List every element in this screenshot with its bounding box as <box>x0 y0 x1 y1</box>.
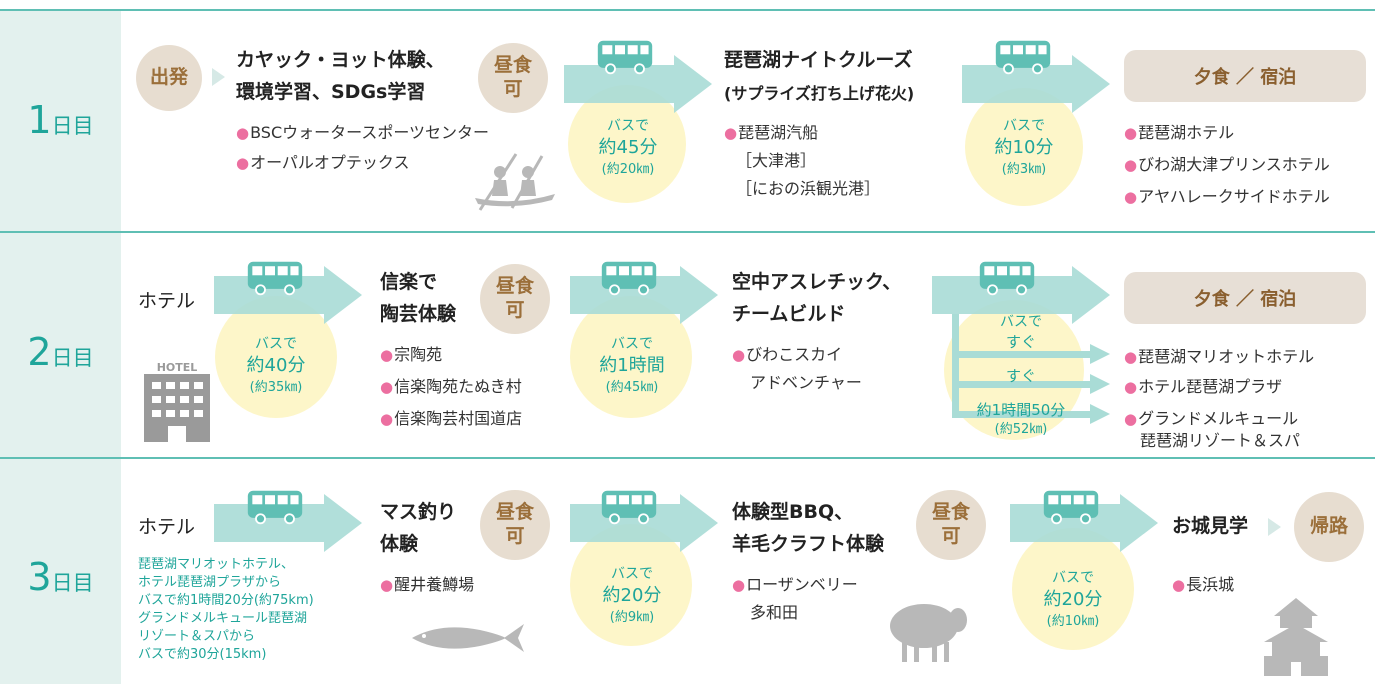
day1-activity2-subtitle: (サプライズ打ち上げ花火) <box>724 84 915 103</box>
day2-hotel-2: ●ホテル琵琶湖プラザ <box>1124 377 1283 396</box>
day3-lunch2-badge: 昼食可 <box>916 490 986 560</box>
day1-hotel-1: ●琵琶湖ホテル <box>1124 123 1235 142</box>
day3-spot-1: ●醒井養鱒場 <box>380 575 475 594</box>
day3-spot-2: ●ローザンベリー <box>732 575 858 594</box>
day2-bus3-label-2: すぐ <box>1005 367 1036 385</box>
day1-spot-1: ●BSCウォータースポーツセンター <box>236 123 489 142</box>
day3-spot-4: ●長浜城 <box>1172 575 1235 594</box>
day2-start: ホテル <box>138 290 196 312</box>
day2-dinner-stay: 夕食 ／ 宿泊 <box>1124 272 1366 324</box>
row-divider-top <box>0 9 1375 11</box>
day2-bus1-icon <box>246 259 304 297</box>
day1-cell <box>0 11 121 231</box>
day3-cell <box>0 459 121 684</box>
hotel-building-icon: HOTEL <box>144 361 210 442</box>
day1-spot-2: ●オーパルオプテックス <box>236 153 410 172</box>
day2-lunch-badge: 昼食可 <box>480 264 550 334</box>
day2-bus3-label-3: 約1時間50分(約52㎞) <box>976 401 1066 437</box>
day1-bus2-bubble <box>965 88 1083 206</box>
day3-castle-visit: お城見学 <box>1172 515 1249 537</box>
day2-label: 2日目 <box>27 330 94 374</box>
day3-bus2-icon <box>600 488 658 526</box>
day3-note-5: リゾート＆スパから <box>138 629 256 644</box>
day2-hotel-1: ●琵琶湖マリオットホテル <box>1124 347 1315 366</box>
day3-note-4: グランドメルキュール琵琶湖 <box>138 611 308 626</box>
day1-lunch-badge: 昼食可 <box>478 43 548 113</box>
day2-activity1-title-2: 陶芸体験 <box>380 303 457 325</box>
day1-cruise-spot-1: ●琵琶湖汽船 <box>724 123 819 142</box>
day2-bus2-time: バスで約1時間(約45㎞) <box>599 336 665 395</box>
day3-activity1-title: マス釣り <box>380 501 457 523</box>
row-divider-1 <box>0 231 1375 233</box>
day2-spot-3: ●信楽陶芸村国道店 <box>380 409 523 428</box>
day2-activity1-title: 信楽で <box>380 271 438 293</box>
day1-activity1-title: カヤック・ヨット体験、 <box>236 49 445 71</box>
day3-activity2-title: 体験型BBQ、 <box>732 501 854 523</box>
day2-spot-4: ●びわこスカイ <box>732 345 843 364</box>
day1-bus1-time: バスで約45分(約20㎞) <box>598 118 658 177</box>
day3-activity2-title-2: 羊毛クラフト体験 <box>732 533 885 555</box>
day3-bus2-bubble <box>570 524 692 646</box>
day2-bus3-label: バスですぐ <box>1000 314 1042 351</box>
day1-cruise-spot-3: ［におの浜観光港］ <box>736 179 881 198</box>
day3-bus1-icon <box>246 488 304 526</box>
day2-spot-5: アドベンチャー <box>750 373 862 392</box>
day1-bus1-icon <box>596 38 654 76</box>
day1-bus2-arrow <box>962 55 1110 113</box>
fish-icon <box>412 624 524 652</box>
day3-note-3: バスで約1時間20分(約75km) <box>138 593 314 608</box>
day3-bus3-bubble <box>1012 528 1134 650</box>
day1-departure-badge: 出発 <box>136 45 202 111</box>
day1-bus1-bubble <box>568 85 686 203</box>
day1-bus1-arrow <box>564 55 712 113</box>
day2-activity2-title-2: チームビルド <box>732 303 846 325</box>
sheep-icon <box>890 604 967 662</box>
kayak-icon <box>475 153 555 211</box>
day3-bus2-time: バスで約20分(約10㎞) <box>1043 570 1103 629</box>
day3-spot-3: 多和田 <box>750 603 799 622</box>
day1-hotel-3: ●アヤハレークサイドホテル <box>1124 187 1330 206</box>
day3-label: 3日目 <box>27 555 94 599</box>
day3-return-badge: 帰路 <box>1294 492 1364 562</box>
day2-spot-2: ●信楽陶苑たぬき村 <box>380 377 522 396</box>
day1-cruise-spot-2: ［大津港］ <box>736 151 817 170</box>
day1-dinner-stay: 夕食 ／ 宿泊 <box>1124 50 1366 102</box>
day1-small-arrow <box>212 68 225 86</box>
castle-icon <box>1264 598 1328 676</box>
day2-bus2-bubble <box>570 296 692 418</box>
day1-activity1-title-2: 環境学習、SDGs学習 <box>236 81 426 103</box>
day3-lunch1-badge: 昼食可 <box>480 490 550 560</box>
day3-note-2: ホテル琵琶湖プラザから <box>138 575 282 590</box>
day3-activity1-title-2: 体験 <box>380 533 419 555</box>
day3-start: ホテル <box>138 516 196 538</box>
row-divider-2 <box>0 457 1375 459</box>
day2-activity2-title: 空中アスレチック、 <box>732 271 902 293</box>
day3-note-1: 琵琶湖マリオットホテル、 <box>138 557 295 572</box>
day3-bus1-time: バスで約20分(約9㎞) <box>602 566 662 625</box>
day3-small-arrow <box>1268 518 1281 536</box>
day2-spot-1: ●宗陶苑 <box>380 345 443 364</box>
day3-bus3-icon <box>1042 488 1100 526</box>
day1-bus2-icon <box>994 38 1052 76</box>
day2-bus2-icon <box>600 259 658 297</box>
day2-bus1-bubble <box>215 296 337 418</box>
day1-activity2-title: 琵琶湖ナイトクルーズ <box>724 49 913 71</box>
day2-hotel-3: ●グランドメルキュール <box>1124 409 1299 428</box>
day2-cell <box>0 233 121 457</box>
day2-bus1-time: バスで約40分(約35㎞) <box>246 336 306 395</box>
day2-bus3-icon <box>978 259 1036 297</box>
day1-bus2-time: バスで約10分(約3㎞) <box>994 118 1054 177</box>
day1-label: 1日目 <box>27 98 94 142</box>
day2-hotel-3-line2: 琵琶湖リゾート＆スパ <box>1140 431 1301 450</box>
day1-hotel-2: ●びわ湖大津プリンスホテル <box>1124 155 1330 174</box>
svg-text:HOTEL: HOTEL <box>157 361 198 374</box>
day3-note-6: バスで約30分(15km) <box>138 647 267 662</box>
